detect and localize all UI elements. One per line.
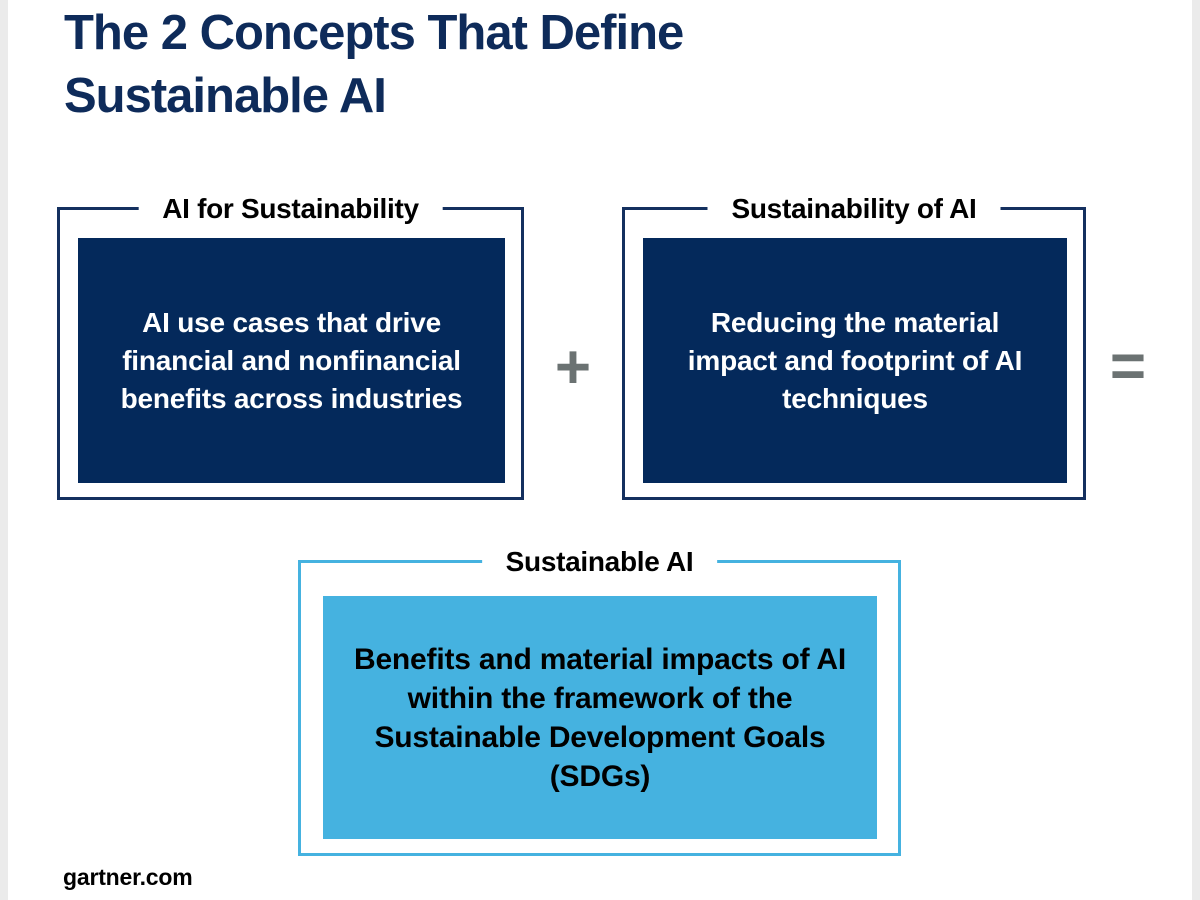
page-title: The 2 Concepts That Define Sustainable A… (64, 2, 1064, 128)
concept-body-text: Reducing the material impact and footpri… (687, 306, 1023, 414)
equals-operator-icon: = (1096, 336, 1160, 400)
concept-label-sustainable-ai: Sustainable AI (481, 546, 718, 578)
plus-glyph: + (554, 333, 592, 402)
page-title-line-2: Sustainable AI (64, 69, 387, 123)
concept-body-ai-for-sustainability: AI use cases that drive financial and no… (78, 238, 505, 483)
concept-body-text: AI use cases that drive financial and no… (120, 306, 463, 414)
concept-box-sustainable-ai: Sustainable AI Benefits and material imp… (298, 546, 901, 856)
equals-glyph: = (1109, 332, 1147, 401)
infographic-canvas: The 2 Concepts That Define Sustainable A… (8, 0, 1192, 900)
plus-operator-icon: + (541, 337, 605, 401)
concept-body-sustainable-ai: Benefits and material impacts of AI with… (323, 596, 877, 839)
concept-label-ai-for-sustainability: AI for Sustainability (138, 193, 443, 225)
concept-box-ai-for-sustainability: AI for Sustainability AI use cases that … (57, 193, 524, 500)
page-title-line-1: The 2 Concepts That Define (64, 6, 684, 60)
concept-label-sustainability-of-ai: Sustainability of AI (707, 193, 1001, 225)
concept-body-sustainability-of-ai: Reducing the material impact and footpri… (643, 238, 1067, 483)
concept-body-text: Benefits and material impacts of AI with… (353, 642, 846, 793)
gartner-url: gartner.com (63, 864, 193, 890)
concept-box-sustainability-of-ai: Sustainability of AI Reducing the materi… (622, 193, 1086, 500)
